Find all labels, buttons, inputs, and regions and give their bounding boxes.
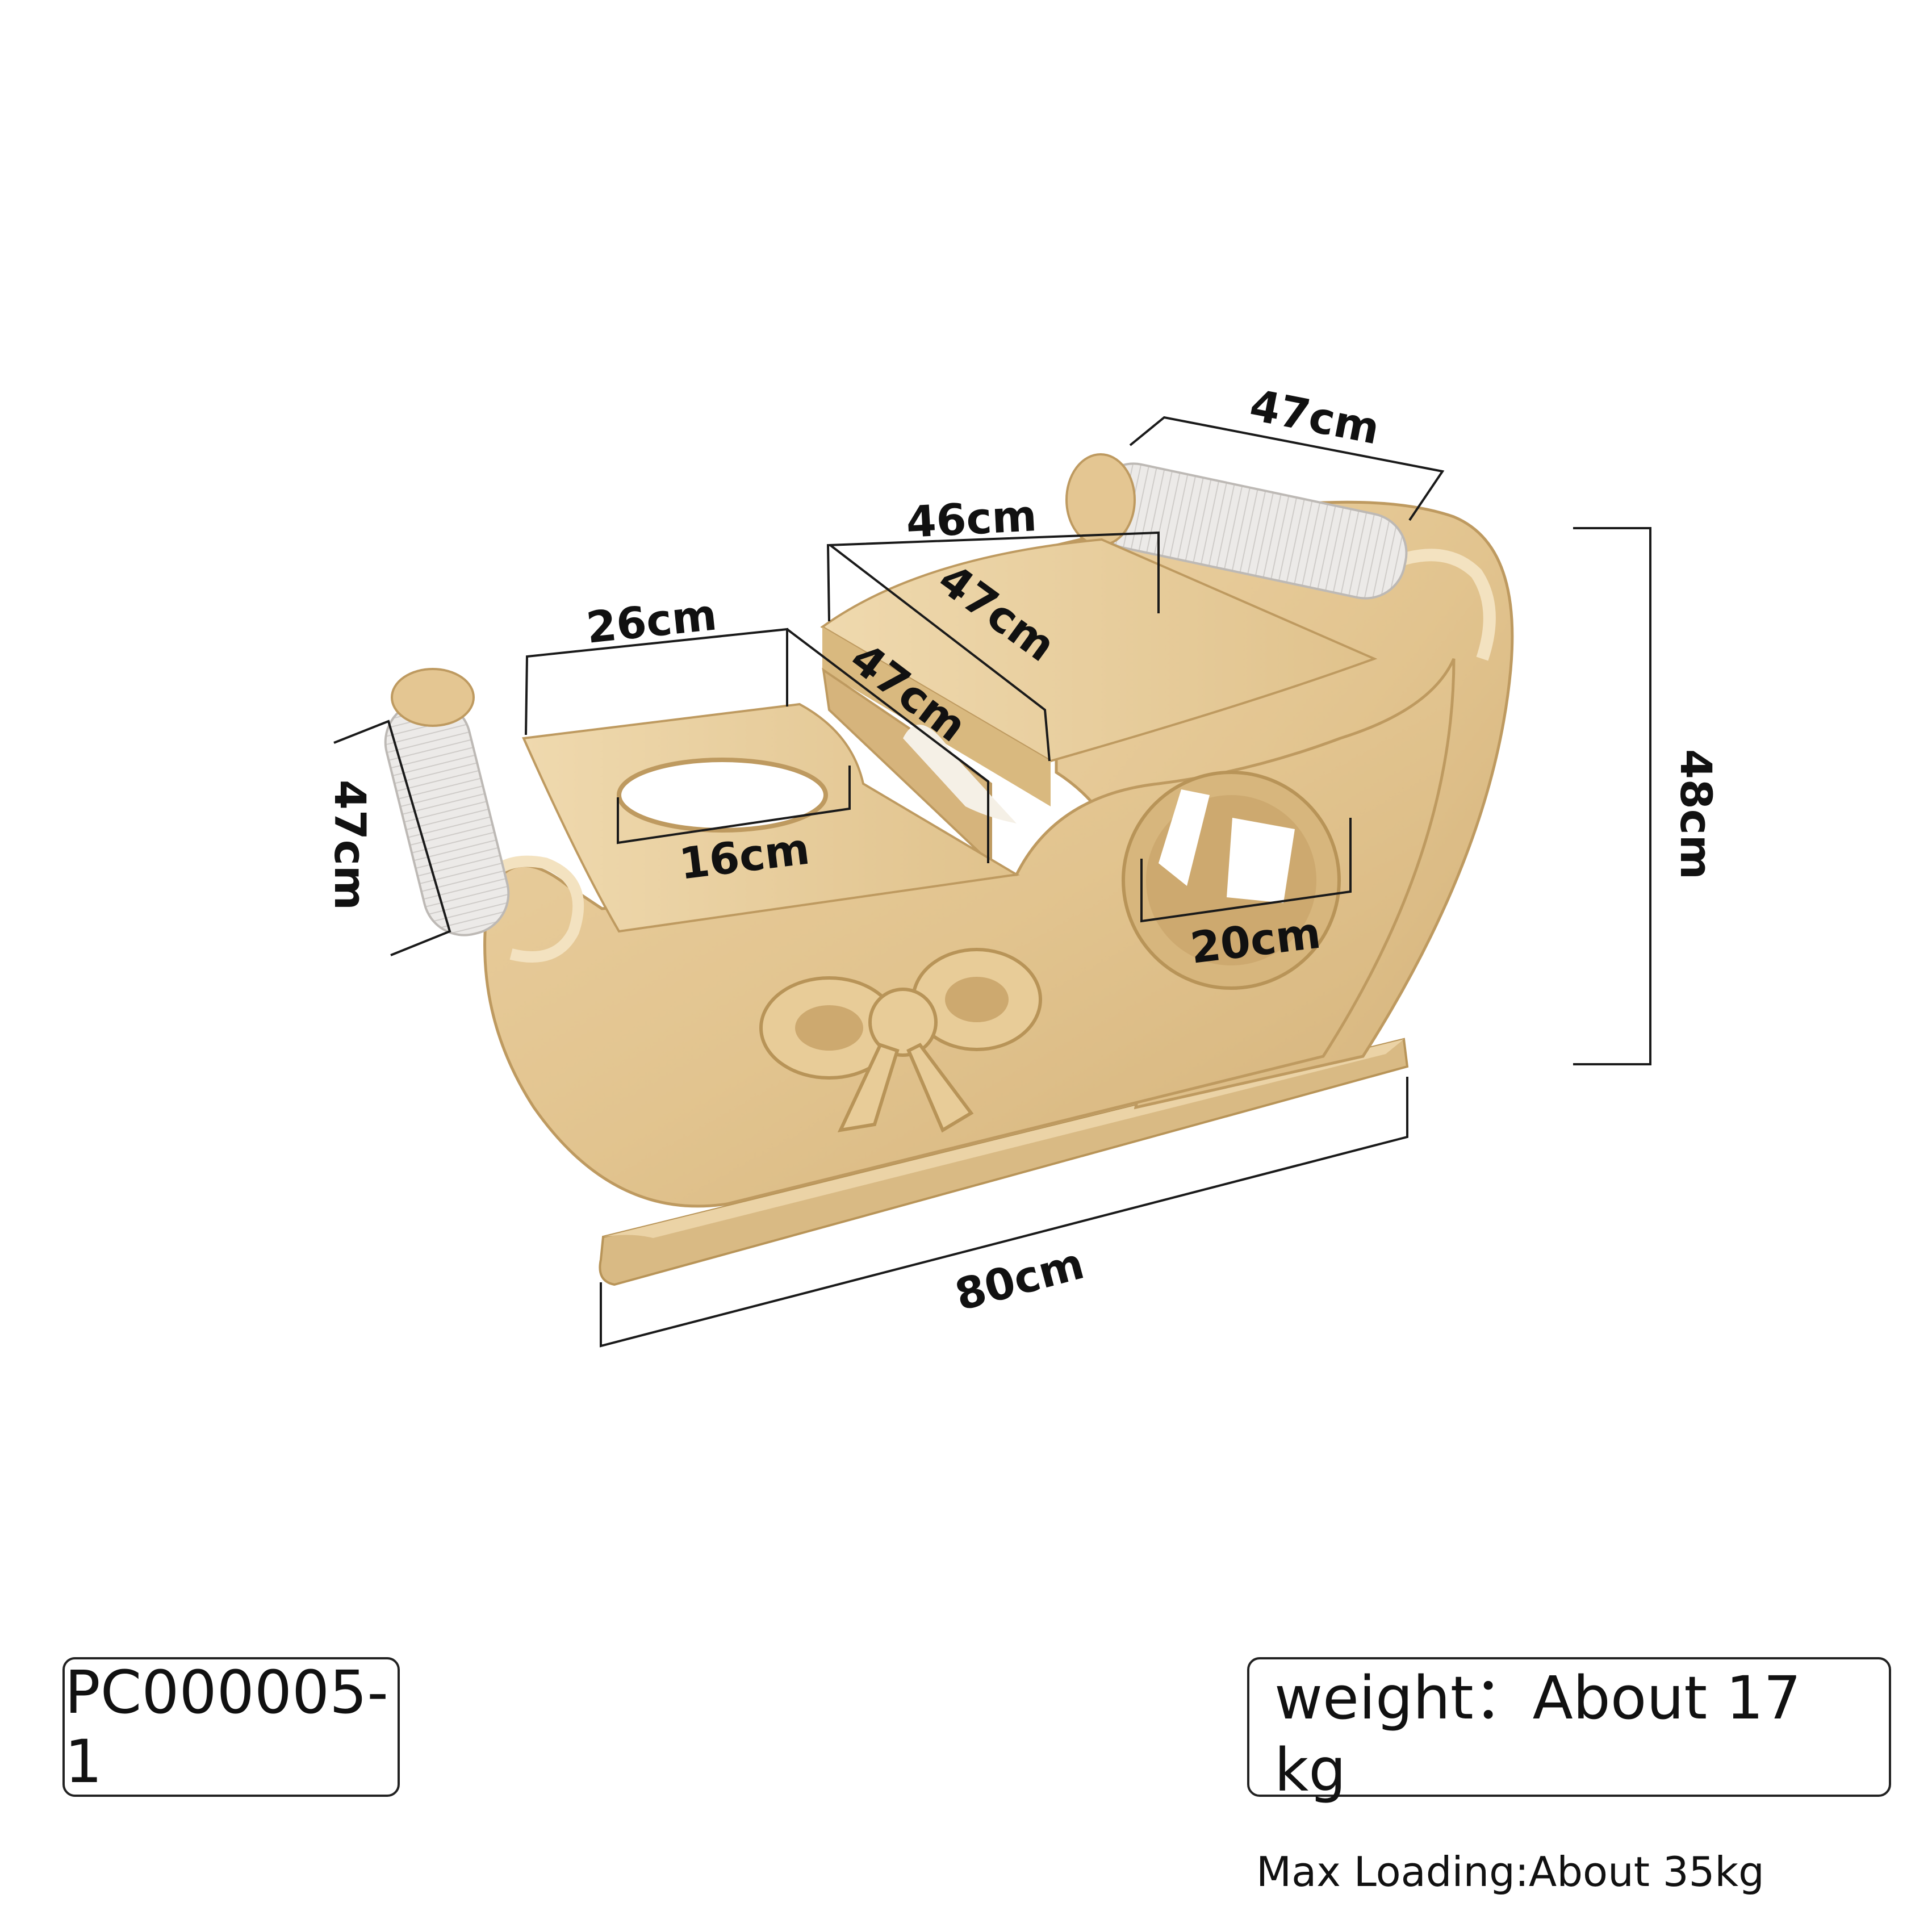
dim-total-height: 48cm: [1671, 749, 1721, 880]
product-code: PC000005-1: [65, 1658, 388, 1796]
dim-lower-platform-width: 26cm: [584, 589, 719, 653]
back-scratcher-cap: [1065, 453, 1136, 546]
top-hole: [617, 758, 828, 833]
front-sisal-scratcher: [384, 699, 510, 936]
max-loading-text: Max Loading:About 35kg: [1256, 1848, 1764, 1896]
dimension-lines: [333, 416, 1651, 1348]
side-hole-cutout-right: [1227, 818, 1295, 903]
dim-front-scratcher-length: 47cm: [325, 780, 375, 910]
weight-text: weight：About 17 kg: [1274, 1663, 1801, 1805]
weight-box: weight：About 17 kg: [1247, 1657, 1891, 1805]
dim-back-scratcher-width: 47cm: [1246, 379, 1384, 454]
dim-upper-platform-width: 46cm: [905, 490, 1038, 547]
bow-decoration: [759, 948, 1042, 1133]
front-scratcher-cap: [391, 668, 475, 727]
back-end-scroll: [1377, 549, 1496, 661]
side-hole-cutout-left: [1159, 789, 1210, 886]
product-code-box: PC000005-1: [62, 1657, 400, 1797]
product-illustration: [384, 453, 1514, 1286]
base-runner: [599, 1038, 1409, 1286]
upper-platform: [820, 538, 1378, 763]
dimension-labels: 47cm 46cm 47cm 26cm 47cm 47cm 16cm 20cm …: [325, 379, 1721, 1320]
upper-platform-front: [822, 627, 1051, 806]
